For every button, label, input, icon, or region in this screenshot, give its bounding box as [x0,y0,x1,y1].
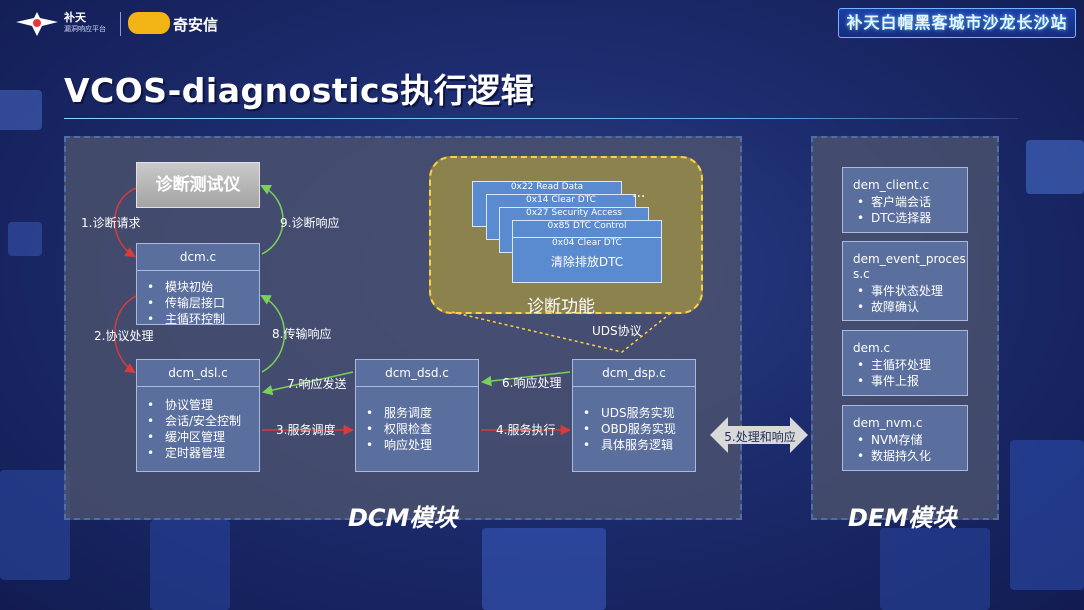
uds-protocol-label: UDS协议 [592,324,642,338]
logo-right-text: 奇安信 [173,16,219,34]
list-item: 缓冲区管理 [147,429,259,445]
list-item: NVM存储 [857,432,967,448]
qianxin-logo-icon [128,12,170,34]
list-item: 主循环控制 [147,311,259,327]
dcm-dsp-list: UDS服务实现 OBD服务实现 具体服务逻辑 [573,387,695,453]
event-banner: 补天白帽黑客城市沙龙长沙站 [838,8,1076,38]
arrow-step8 [260,295,286,373]
list-item: DTC选择器 [857,210,967,226]
list-item: 主循环处理 [857,357,967,373]
dem-client-title: dem_client.c [853,178,930,192]
list-item: 模块初始 [147,279,259,295]
dcm-c-box: dcm.c 模块初始 传输层接口 主循环控制 [136,243,260,327]
service-card-label: 0x14 Clear DTC [526,195,596,205]
decor-server-right [1010,440,1084,590]
decor-device-left [0,90,42,130]
list-item: 故障确认 [857,299,967,315]
dcm-module-label: DCM模块 [348,504,458,532]
dem-event-process-box: dem_event_process.c 事件状态处理 故障确认 [842,241,968,321]
arrow-step7 [261,371,354,396]
list-item: 传输层接口 [147,295,259,311]
step8-label: 8.传输响应 [272,327,332,341]
butian-logo-icon [16,12,58,36]
list-item: 响应处理 [366,437,478,453]
list-item: 客户端会话 [857,194,967,210]
logo-separator [120,12,121,36]
list-item: OBD服务实现 [583,421,695,437]
dem-nvm-list: NVM存储 数据持久化 [853,431,967,464]
step5-label: 5.处理和响应 [724,430,796,444]
dem-nvm-title: dem_nvm.c [853,416,923,430]
service-card-ellipsis: ... [632,185,646,201]
step3-label: 3.服务调度 [276,423,336,437]
decor-computer-left [0,470,70,580]
step1-label: 1.诊断请求 [81,216,141,230]
dem-module-label: DEM模块 [848,504,957,532]
dem-nvm-box: dem_nvm.c NVM存储 数据持久化 [842,405,968,471]
dem-event-process-list: 事件状态处理 故障确认 [853,282,967,315]
list-item: 会话/安全控制 [147,413,259,429]
dem-c-box: dem.c 主循环处理 事件上报 [842,330,968,396]
step9-label: 9.诊断响应 [280,216,340,230]
dem-client-box: dem_client.c 客户端会话 DTC选择器 [842,167,968,233]
title-underline [64,118,1018,119]
decor-laptop-bottom [482,528,606,610]
dem-c-title: dem.c [853,341,891,355]
list-item: 数据持久化 [857,448,967,464]
arrow-step9 [260,185,284,255]
step7-label: 7.响应发送 [287,377,347,391]
dcm-dsd-title: dcm_dsd.c [356,360,478,387]
service-card-front-text: 清除排放DTC [550,255,624,269]
step2-label: 2.协议处理 [94,329,154,343]
decor-chip-left [8,222,42,256]
dem-client-list: 客户端会话 DTC选择器 [853,193,967,226]
double-arrow-icon [710,417,808,453]
arrow-step2 [114,295,137,374]
list-item: 事件状态处理 [857,283,967,299]
list-item: 服务调度 [366,405,478,421]
dcm-c-list: 模块初始 传输层接口 主循环控制 [137,271,259,327]
page-title: VCOS-diagnostics执行逻辑 [64,71,535,110]
list-item: 事件上报 [857,373,967,389]
list-item: UDS服务实现 [583,405,695,421]
dcm-dsd-list: 服务调度 权限检查 响应处理 [356,387,478,453]
dcm-dsl-box: dcm_dsl.c 协议管理 会话/安全控制 缓冲区管理 定时器管理 [136,359,260,472]
service-card-label: 0x27 Security Access [526,208,622,218]
list-item: 定时器管理 [147,445,259,461]
service-card-label: 0x22 Read Data [510,182,584,192]
dcm-dsd-box: dcm_dsd.c 服务调度 权限检查 响应处理 [355,359,479,472]
arrow-step6 [480,371,571,387]
dem-event-process-title: dem_event_process.c [853,252,966,281]
dem-c-list: 主循环处理 事件上报 [853,356,967,389]
header-bar: 补天 漏洞响应平台 奇安信 补天白帽黑客城市沙龙长沙站 [0,0,1084,48]
diagnostic-tester-box: 诊断测试仪 [136,162,260,208]
decor-machine-bottom-right [880,528,990,610]
dcm-dsl-title: dcm_dsl.c [137,360,259,387]
list-item: 具体服务逻辑 [583,437,695,453]
step4-label: 4.服务执行 [496,423,556,437]
arrow-step1 [114,187,137,258]
uds-protocol-link [451,311,673,353]
service-card-front: 0x04 Clear DTC 清除排放DTC [512,237,662,283]
decor-machine-bottom-left [150,520,230,610]
decor-camera-right [1026,140,1084,194]
list-item: 权限检查 [366,421,478,437]
logo-left-text: 补天 [64,11,86,24]
logo-left-subtitle: 漏洞响应平台 [64,25,106,33]
dcm-c-title: dcm.c [137,244,259,271]
list-item: 协议管理 [147,397,259,413]
dcm-dsp-title: dcm_dsp.c [573,360,695,387]
service-card-label: 0x04 Clear DTC [552,238,622,248]
step6-label: 6.响应处理 [502,376,562,390]
dcm-dsp-box: dcm_dsp.c UDS服务实现 OBD服务实现 具体服务逻辑 [572,359,696,472]
diagnostic-function-label: 诊断功能 [527,297,595,317]
service-card-label: 0x85 DTC Control [547,221,627,231]
dcm-dsl-list: 协议管理 会话/安全控制 缓冲区管理 定时器管理 [137,387,259,461]
